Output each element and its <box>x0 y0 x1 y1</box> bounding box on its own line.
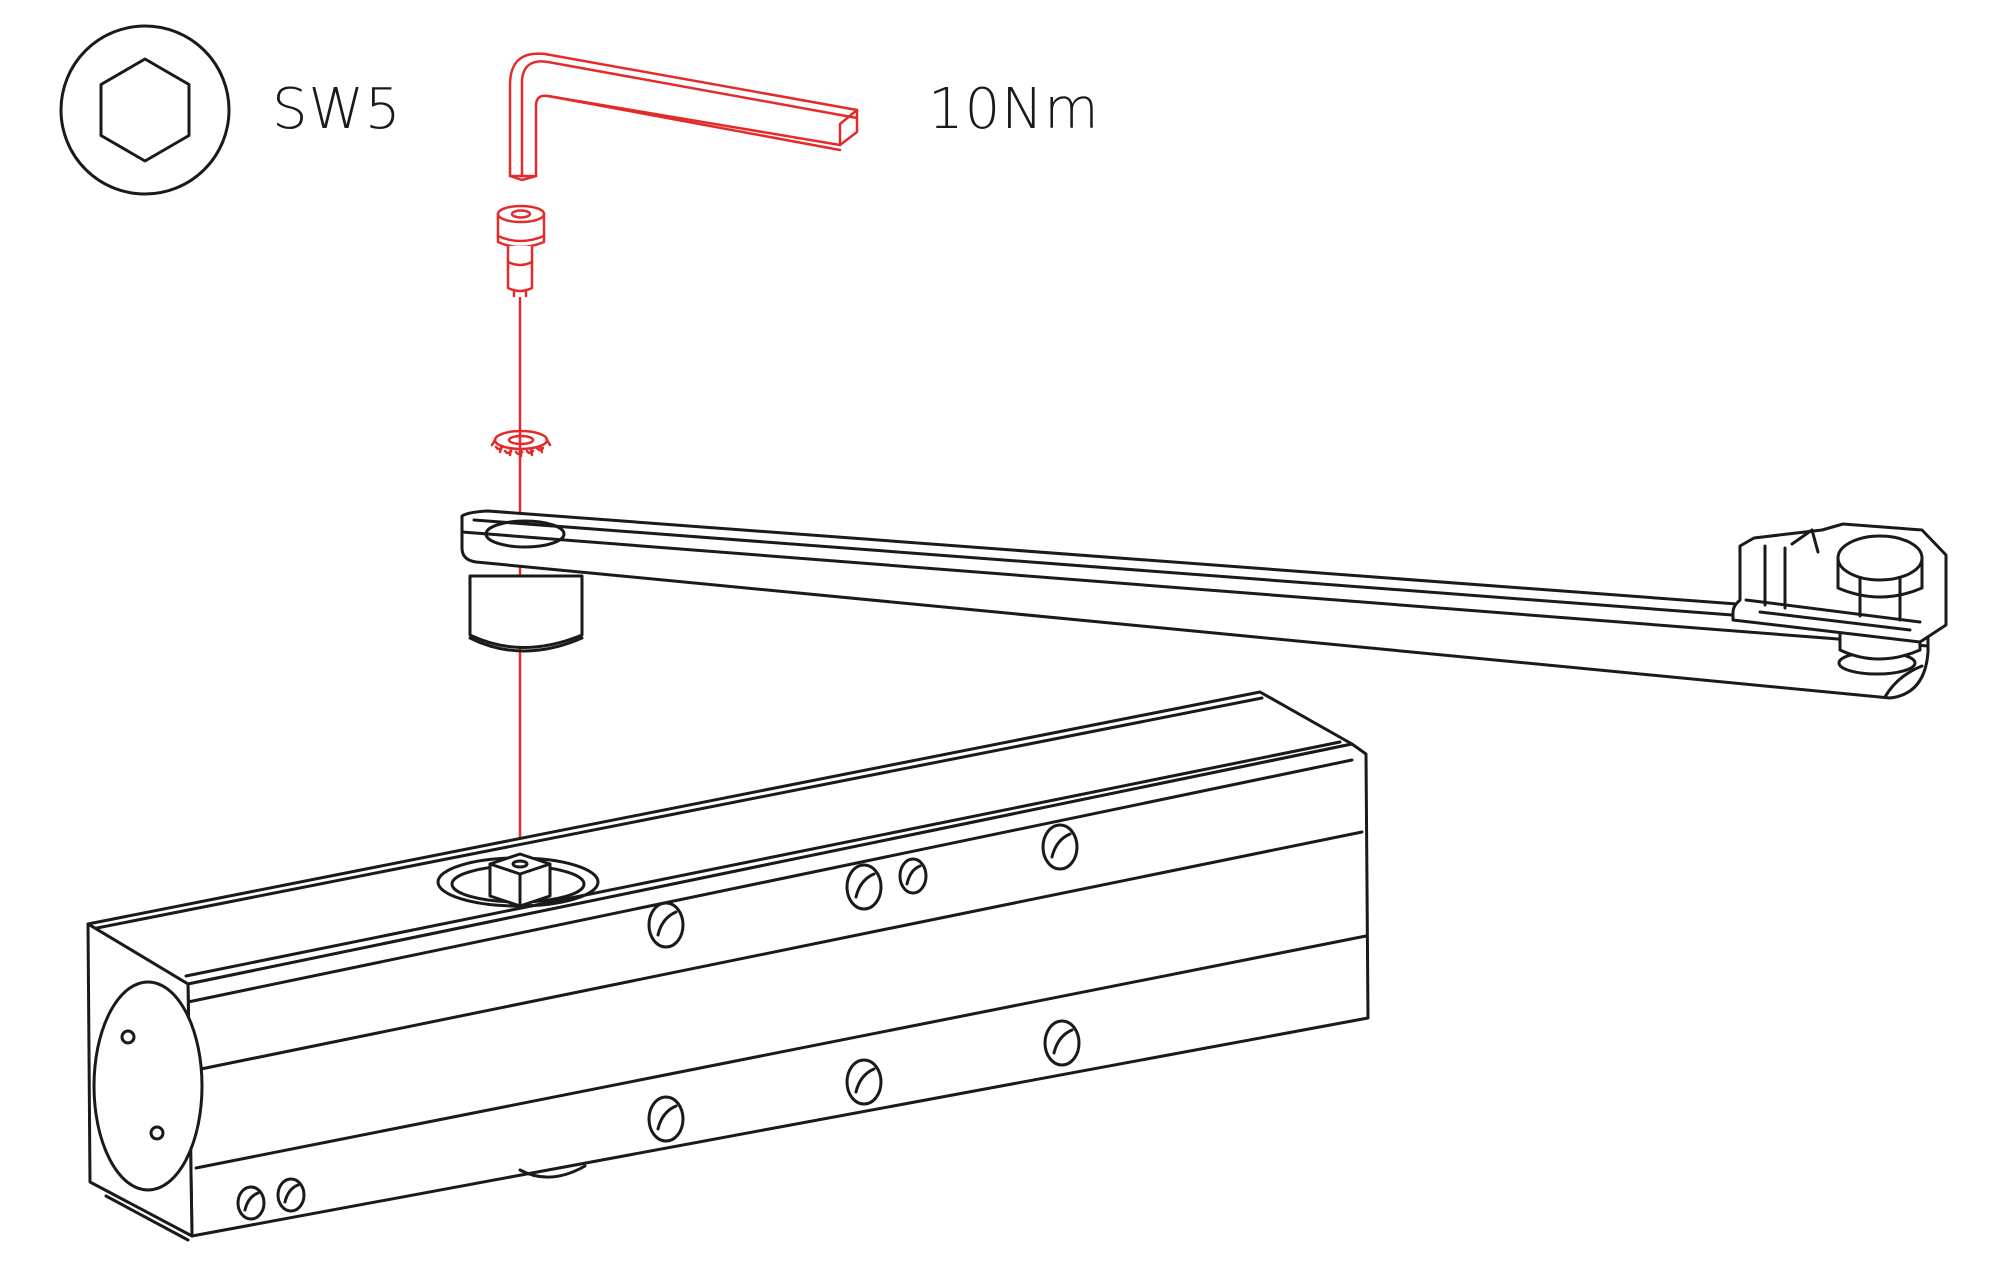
hex-socket-icon <box>59 24 231 196</box>
valve-hole <box>1043 1019 1081 1067</box>
socket-head-screw-icon <box>496 204 546 298</box>
valve-hole <box>845 1058 883 1106</box>
closer-arm <box>460 509 1948 700</box>
torque-label: 10Nm <box>928 77 1100 142</box>
tool-size-label: SW5 <box>272 77 402 142</box>
valve-hole <box>898 857 928 895</box>
valve-hole <box>647 1095 685 1143</box>
valve-hole <box>236 1185 266 1221</box>
arm-roller-block <box>1731 522 1948 676</box>
valve-hole <box>647 901 685 949</box>
valve-hole <box>1041 823 1079 871</box>
valve-hole <box>845 863 883 911</box>
adjustment-holes <box>236 823 1081 1221</box>
valve-hole <box>276 1177 306 1213</box>
closer-body <box>86 690 1370 1242</box>
allen-key-icon <box>508 52 859 182</box>
serrated-lock-washer-icon <box>490 429 552 458</box>
